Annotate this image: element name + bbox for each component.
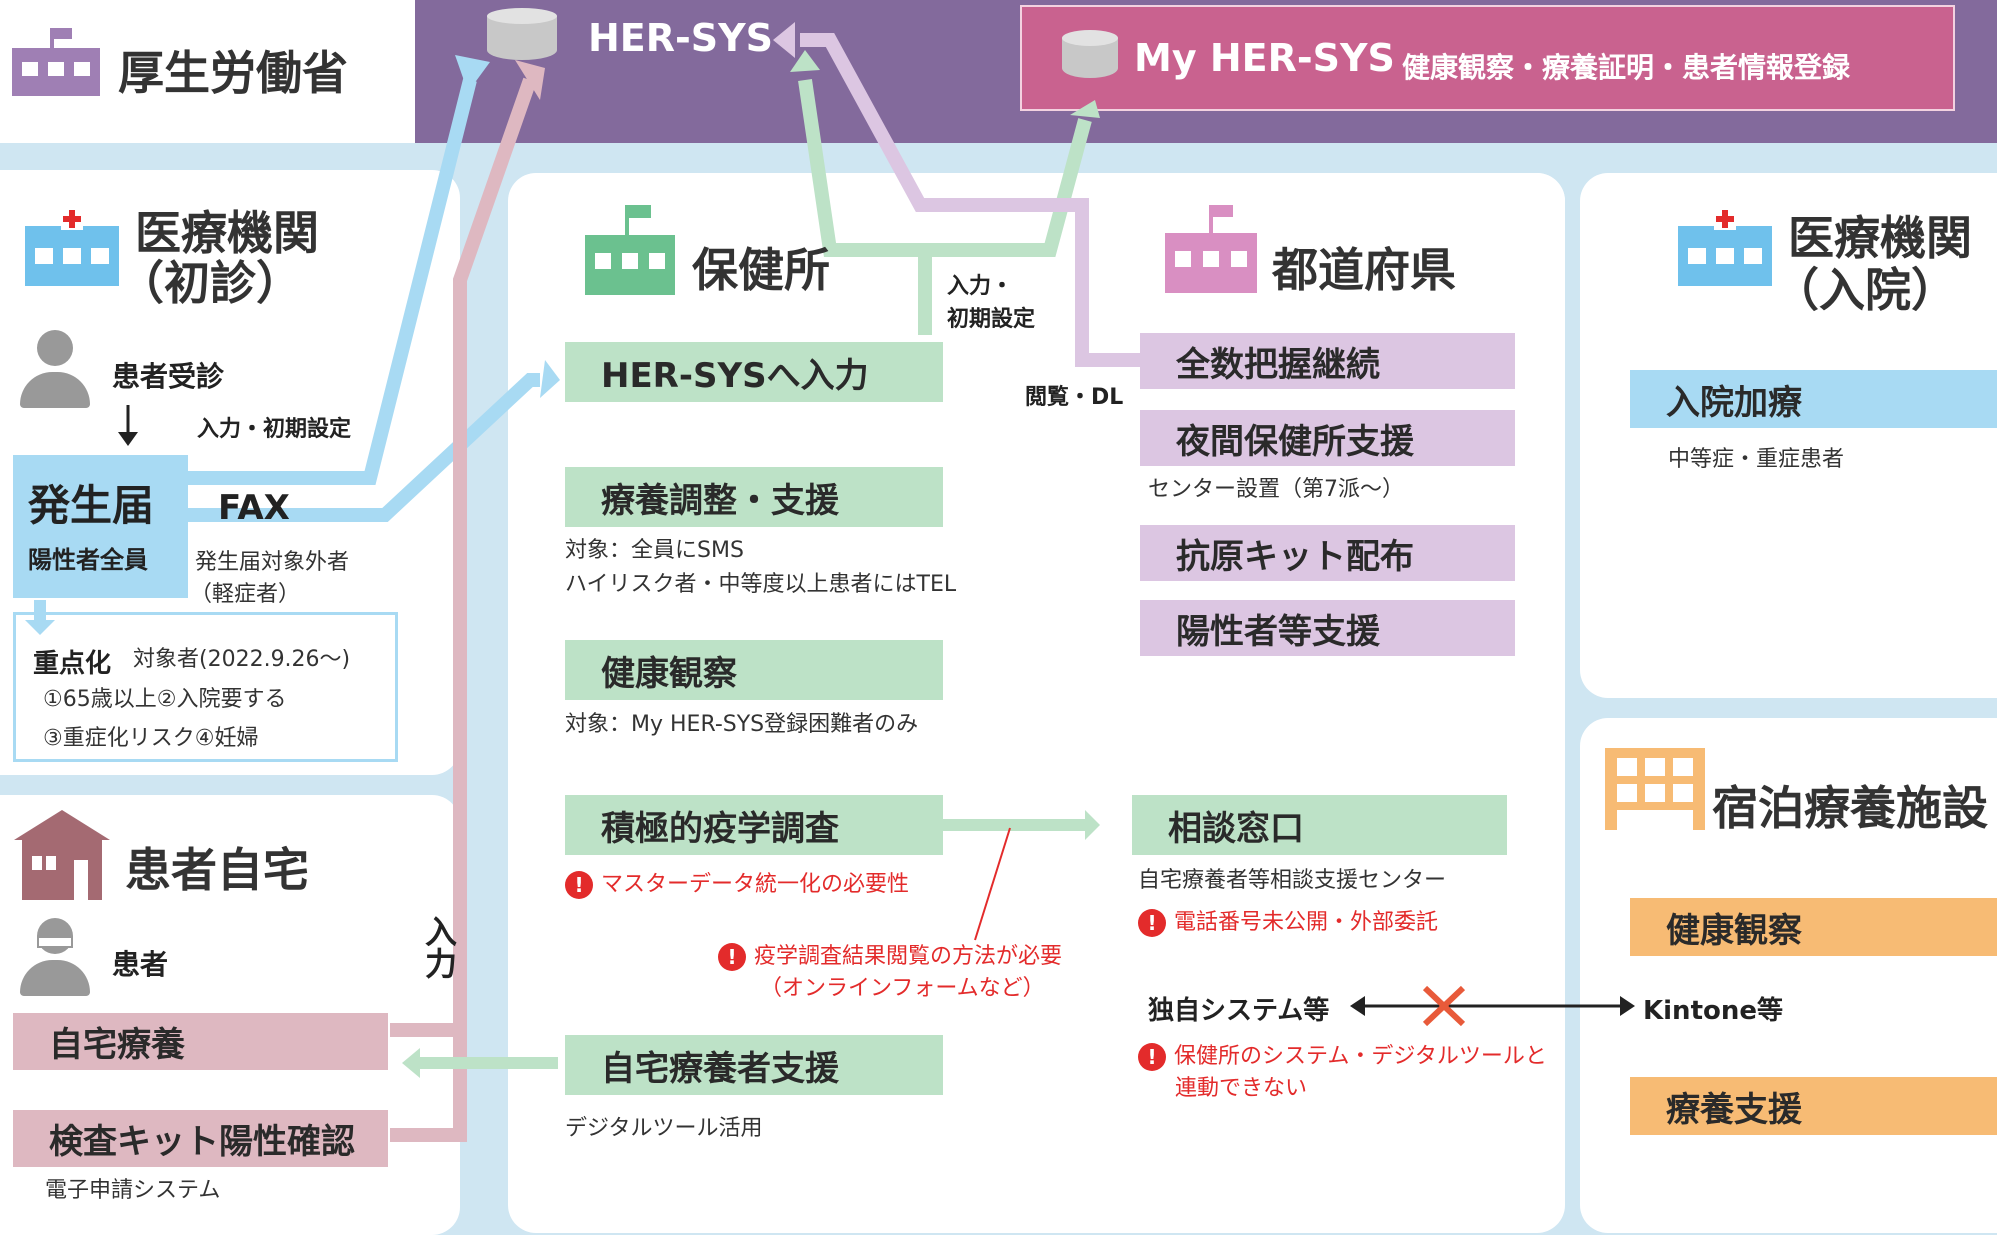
hotel-icon	[1605, 748, 1705, 830]
my-hersys-desc: 健康観察・療養証明・患者情報登録	[1402, 51, 1851, 84]
health-center-input-init: 入力・	[947, 274, 1014, 299]
kit-sub-label: 電子申請システム	[45, 1178, 221, 1203]
panel-clinic-admit	[1580, 173, 1997, 698]
consult-window-box: 相談窓口	[1132, 795, 1507, 855]
focus-title: 重点化	[33, 649, 112, 679]
focus-target: 対象者(2022.9.26〜)	[133, 647, 351, 672]
adjust-line-2: ハイリスク者・中等度以上患者にはTEL	[565, 572, 957, 597]
focus-box	[13, 612, 398, 762]
health-observe-box: 健康観察	[565, 640, 943, 700]
own-system-label: 独自システム等	[1148, 996, 1330, 1026]
mhlw-title: 厚生労働省	[118, 46, 348, 100]
person-icon	[20, 330, 90, 408]
home-support-line: デジタルツール活用	[565, 1116, 763, 1141]
hotel-support-box: 療養支援	[1630, 1077, 1997, 1135]
my-hersys-title: My HER-SYS	[1134, 36, 1395, 80]
home-title: 患者自宅	[125, 843, 309, 897]
warning-icon: !	[718, 943, 746, 971]
input-init-label: 入力・初期設定	[197, 417, 352, 442]
hotel-observe-box: 健康観察	[1630, 898, 1997, 956]
clinic-first-title-2: （初診）	[118, 256, 302, 310]
prefecture-icon	[1165, 205, 1257, 293]
survey-result-warning-line-2: （オンラインフォームなど）	[760, 976, 1045, 1001]
warning-icon: !	[1138, 1043, 1166, 1071]
kintone-label: Kintone等	[1643, 996, 1784, 1026]
clinic-first-title-1: 医療機関	[135, 206, 319, 260]
survey-result-warning: ! 疫学調査結果閲覧の方法が必要	[718, 942, 1062, 973]
connector-arrows	[25, 22, 1635, 1142]
hersys-input-box: HER-SYSへ入力	[565, 342, 943, 402]
consult-warning-text: 電話番号未公開・外部委託	[1174, 910, 1439, 935]
hospital-icon	[25, 208, 119, 286]
hotel-title: 宿泊療養施設	[1712, 781, 1988, 835]
consult-warning: ! 電話番号未公開・外部委託	[1138, 908, 1438, 939]
focus-line-1: ①65歳以上②入院要する	[43, 687, 287, 712]
survey-warning-text: マスターデータ統一化の必要性	[601, 872, 910, 897]
focus-line-2: ③重症化リスク④妊婦	[43, 726, 259, 751]
night-support-sub: センター設置（第7派〜）	[1148, 477, 1404, 502]
link-warning-line-1: 保健所のシステム・デジタルツールと	[1174, 1044, 1547, 1069]
observe-line: 対象：My HER-SYS登録困難者のみ	[565, 712, 919, 737]
positive-support-box: 陽性者等支援	[1140, 600, 1515, 656]
mhlw-building-icon	[12, 28, 100, 96]
prefecture-title: 都道府県	[1272, 243, 1456, 297]
masked-patient-icon	[20, 918, 90, 996]
health-center-title: 保健所	[692, 243, 830, 297]
admission-care-box: 入院加療	[1630, 370, 1997, 428]
night-support-box: 夜間保健所支援	[1140, 410, 1515, 466]
home-recuperation-box: 自宅療養	[13, 1013, 388, 1070]
clinic-admit-title-2: （入院）	[1773, 263, 1957, 317]
fax-label: FAX	[218, 488, 290, 528]
excluded-label: 発生届対象外者	[195, 550, 350, 575]
antigen-kit-box: 抗原キット配布	[1140, 525, 1515, 581]
full-count-box: 全数把握継続	[1140, 333, 1515, 389]
survey-warning: ! マスターデータ統一化の必要性	[565, 870, 909, 901]
hersys-title: HER-SYS	[588, 16, 774, 60]
my-hersys-box	[1020, 5, 1955, 111]
notification-box	[13, 455, 188, 598]
link-warning-line-2: 連動できない	[1175, 1076, 1308, 1101]
house-icon	[14, 810, 110, 900]
admission-sub: 中等症・重症患者	[1668, 447, 1845, 472]
panel-gap-fill	[1075, 700, 1565, 710]
kit-positive-box: 検査キット陽性確認	[13, 1110, 388, 1167]
excluded-sub-label: （軽症者）	[190, 582, 301, 607]
adjust-support-box: 療養調整・支援	[565, 467, 943, 527]
warning-icon: !	[1138, 909, 1166, 937]
patient-visit-label: 患者受診	[112, 360, 225, 393]
warning-icon: !	[565, 871, 593, 899]
view-dl-label: 閲覧・DL	[1025, 385, 1124, 410]
home-patient-label: 患者	[112, 948, 169, 981]
link-warning: ! 保健所のシステム・デジタルツールと	[1138, 1042, 1547, 1073]
survey-result-warning-line-1: 疫学調査結果閲覧の方法が必要	[754, 944, 1063, 969]
home-support-box: 自宅療養者支援	[565, 1035, 943, 1095]
notification-sub: 陽性者全員	[28, 546, 148, 574]
adjust-line-1: 対象：全員にSMS	[565, 538, 744, 563]
hersys-db-icon	[487, 8, 557, 63]
hospital-admit-icon	[1678, 208, 1772, 286]
home-input-vertical: 入力	[420, 915, 458, 979]
my-hersys-db-icon	[1062, 30, 1118, 80]
active-survey-box: 積極的疫学調査	[565, 795, 943, 855]
clinic-admit-title-1: 医療機関	[1788, 211, 1972, 265]
health-center-icon	[585, 205, 675, 295]
health-center-input-init-2: 初期設定	[947, 307, 1036, 332]
notification-title: 発生届	[28, 481, 155, 530]
consult-sub: 自宅療養者等相談支援センター	[1138, 868, 1447, 893]
